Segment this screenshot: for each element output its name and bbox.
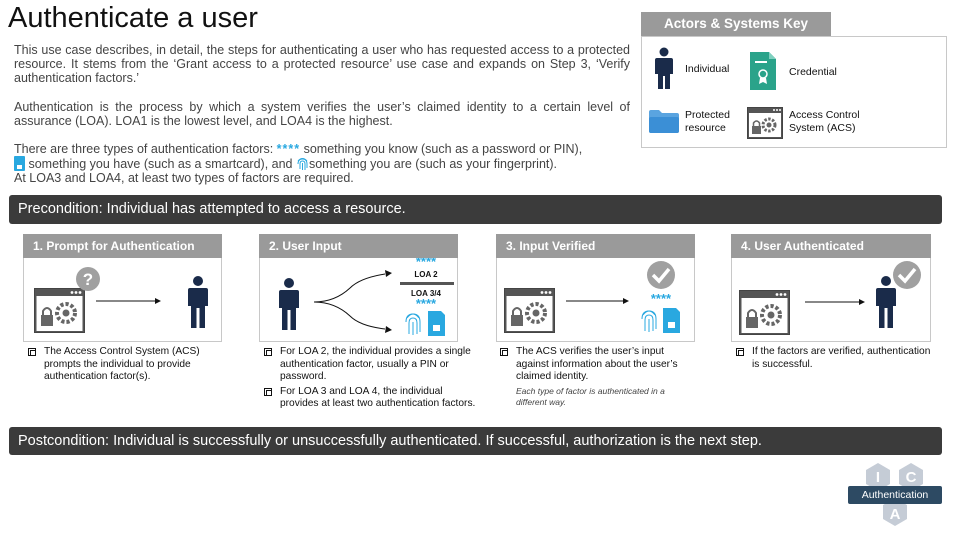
step-prompt-for-authentication: 1. Prompt for Authentication ? [23,234,222,342]
check-icon [647,261,675,289]
individual-icon [279,278,299,330]
arrow-icon [805,299,865,305]
step-1-panel: ? [23,258,222,342]
arrow-icon [566,298,629,304]
individual-icon [188,276,208,328]
question-icon: ? [76,267,100,291]
hex-c [899,463,923,491]
acs-icon [739,290,790,335]
step-3-bullets: The ACS verifies the user’s input agains… [498,346,688,408]
list-item: If the factors are verified, authenticat… [734,346,934,371]
step-input-verified: 3. Input Verified **** [496,234,695,342]
acs-icon [34,288,85,333]
step-3-header: 3. Input Verified [496,234,695,258]
loa-2-label: LOA 2 [414,270,438,279]
page-title: Authenticate a user [8,2,258,34]
step-2-bullets: For LOA 2, the individual provides a sin… [262,346,476,413]
fingerprint-icon [297,158,308,170]
password-stars-icon: **** [276,142,301,156]
step-4-header: 4. User Authenticated [731,234,931,258]
smartcard-icon [428,311,445,336]
individual-icon [876,276,896,328]
password-stars-icon: **** [416,296,437,311]
badge-letter-c: C [906,469,917,486]
acs-icon [747,107,783,139]
intro-paragraph-3: There are three types of authentication … [14,142,583,185]
credential-icon [750,52,776,90]
step-2-panel: **** LOA 2 LOA 3/4 **** [259,258,458,342]
check-icon [893,261,921,289]
loa-34-label: LOA 3/4 [411,289,441,298]
divider [400,282,454,285]
arrow-icon [96,298,161,304]
key-credential-label: Credential [789,66,837,78]
badge-letter-a: A [890,506,901,523]
step-1-bullets: The Access Control System (ACS) prompts … [26,346,216,386]
branch-arrows [313,273,386,330]
list-item: For LOA 2, the individual provides a sin… [262,346,476,384]
key-title: Actors & Systems Key [641,12,831,36]
intro-paragraph-2: Authentication is the process by which a… [14,100,630,128]
step-user-input: 2. User Input **** LOA 2 LOA 3/4 **** [259,234,458,342]
smartcard-icon [663,308,680,333]
svg-text:?: ? [83,270,93,289]
password-stars-icon: **** [651,291,672,306]
fingerprint-icon [641,310,657,332]
step-4-bullets: If the factors are verified, authenticat… [734,346,934,373]
list-item: The Access Control System (ACS) prompts … [26,346,216,384]
smartcard-icon [14,156,25,171]
postcondition-bar: Postcondition: Individual is successfull… [9,427,942,455]
intro-paragraph-1: This use case describes, in detail, the … [14,43,630,85]
step-2-header: 2. User Input [259,234,458,258]
badge-label: Authentication [848,486,942,504]
hex-a [883,498,907,526]
badge-letter-i: I [876,469,880,486]
hex-i [866,463,890,491]
step-1-header: 1. Prompt for Authentication [23,234,222,258]
step-3-panel: **** [496,258,695,342]
key-individual-label: Individual [685,63,730,75]
fingerprint-icon [405,313,421,335]
step-user-authenticated: 4. User Authenticated [731,234,931,342]
password-stars-icon: **** [416,258,437,269]
individual-icon [655,47,673,89]
step-4-panel [731,258,931,342]
step-3-note: Each type of factor is authenticated in … [516,385,665,407]
list-item: For LOA 3 and LOA 4, the individual prov… [262,386,476,411]
acs-icon [504,288,555,333]
folder-icon [649,110,679,133]
list-item: The ACS verifies the user’s input agains… [498,346,688,384]
ica-badge: I C A [866,463,923,526]
precondition-bar: Precondition: Individual has attempted t… [9,195,942,224]
